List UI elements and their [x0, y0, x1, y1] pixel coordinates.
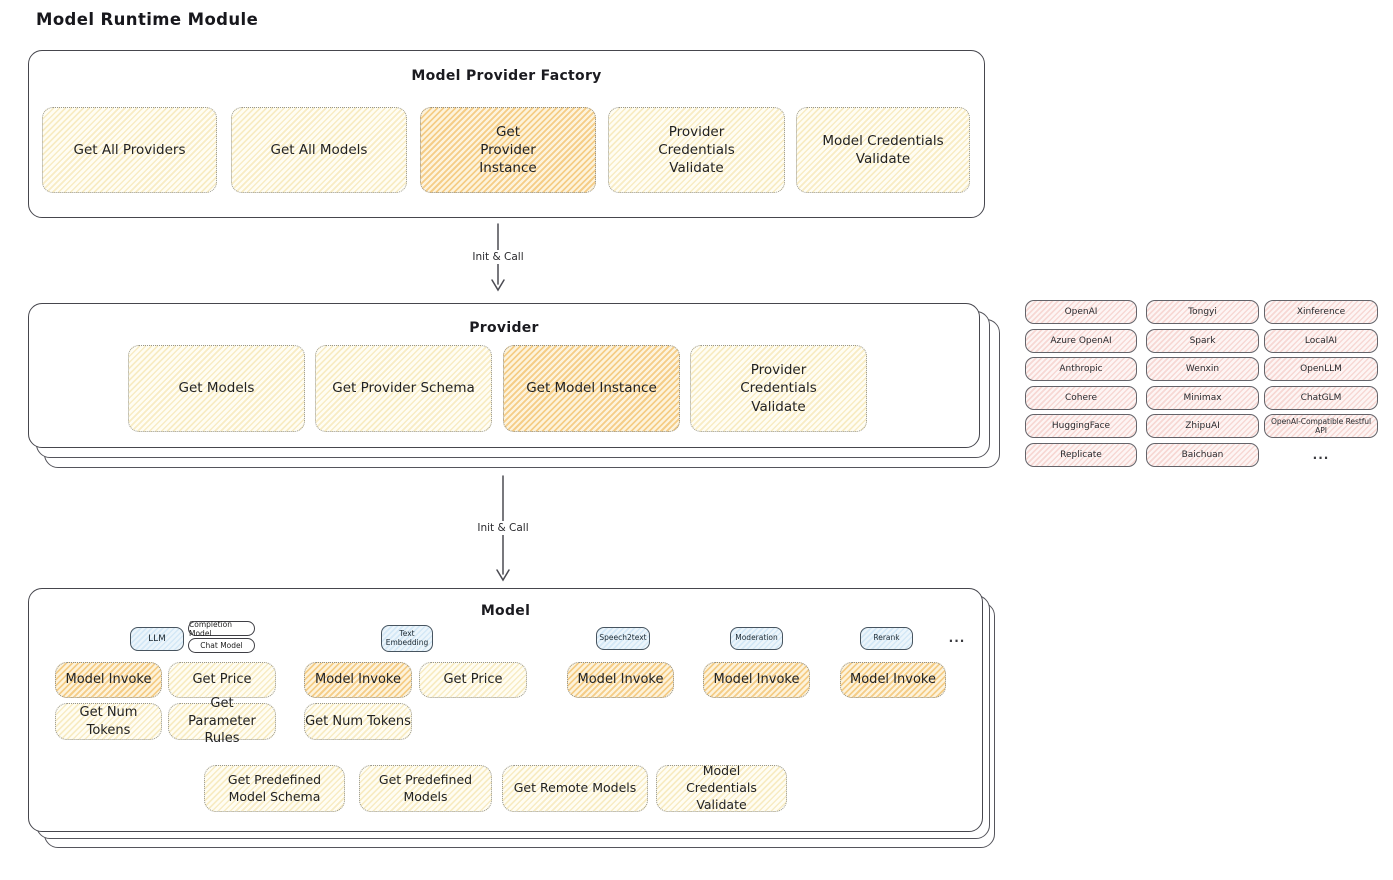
node-embedding-model-invoke: Model Invoke — [304, 662, 412, 698]
tag-completion-model: Completion Model — [188, 620, 255, 638]
provider-chip: OpenAI-Compatible Restful API — [1264, 414, 1378, 438]
node-llm-model-invoke: Model Invoke — [55, 662, 162, 698]
provider-chip: Replicate — [1025, 443, 1137, 467]
model-title: Model — [480, 603, 531, 619]
node-get-provider-instance: Get Provider Instance — [420, 107, 596, 193]
node-provider-credentials-validate-2: Provider Credentials Validate — [690, 345, 867, 432]
provider-chip: Wenxin — [1146, 357, 1259, 381]
tag-speech2text: Speech2text — [596, 627, 650, 650]
tag-text-embedding: Text Embedding — [381, 625, 433, 652]
factory-title: Model Provider Factory — [411, 68, 602, 84]
tag-chat-model: Chat Model — [188, 638, 255, 653]
provider-chip: OpenLLM — [1264, 357, 1378, 381]
provider-chip: Anthropic — [1025, 357, 1137, 381]
node-get-all-models: Get All Models — [231, 107, 407, 193]
provider-chip: ChatGLM — [1264, 386, 1378, 410]
provider-chip: LocalAI — [1264, 329, 1378, 353]
node-llm-get-parameter-rules: Get Parameter Rules — [168, 696, 276, 746]
node-llm-get-num-tokens: Get Num Tokens — [55, 703, 162, 740]
node-llm-get-price: Get Price — [168, 662, 276, 698]
node-get-remote-models: Get Remote Models — [502, 765, 648, 812]
provider-chip: ZhipuAI — [1146, 414, 1259, 438]
node-get-all-providers: Get All Providers — [42, 107, 217, 193]
provider-chip: Azure OpenAI — [1025, 329, 1137, 353]
tag-rerank: Rerank — [860, 627, 913, 650]
provider-chip: OpenAI — [1025, 300, 1137, 324]
provider-chip: Cohere — [1025, 386, 1137, 410]
provider-chip: Spark — [1146, 329, 1259, 353]
node-embedding-get-price: Get Price — [419, 662, 527, 698]
provider-chips-ellipsis: ... — [1312, 448, 1330, 462]
node-get-model-instance: Get Model Instance — [503, 345, 680, 432]
provider-chip: Xinference — [1264, 300, 1378, 324]
node-get-predefined-model-schema: Get Predefined Model Schema — [204, 765, 345, 812]
node-get-models: Get Models — [128, 345, 305, 432]
node-speech2text-model-invoke: Model Invoke — [567, 662, 674, 698]
node-model-credentials-validate-2: Model Credentials Validate — [656, 763, 787, 812]
arrow-label-init-call-1: Init & Call — [448, 250, 548, 264]
node-embedding-get-num-tokens: Get Num Tokens — [304, 703, 412, 740]
node-get-predefined-models: Get Predefined Models — [359, 765, 492, 812]
arrow-label-init-call-2: Init & Call — [453, 521, 553, 535]
node-rerank-model-invoke: Model Invoke — [840, 662, 946, 698]
provider-chip: HuggingFace — [1025, 414, 1137, 438]
node-moderation-model-invoke: Model Invoke — [703, 662, 810, 698]
tags-ellipsis: ... — [948, 631, 966, 645]
provider-chip: Tongyi — [1146, 300, 1259, 324]
provider-title: Provider — [469, 320, 539, 336]
node-get-provider-schema: Get Provider Schema — [315, 345, 492, 432]
tag-llm: LLM — [130, 627, 184, 651]
tag-moderation: Moderation — [730, 627, 783, 650]
node-provider-credentials-validate: Provider Credentials Validate — [608, 107, 785, 193]
provider-chip: Minimax — [1146, 386, 1259, 410]
node-model-credentials-validate: Model Credentials Validate — [796, 107, 970, 193]
provider-chip: Baichuan — [1146, 443, 1259, 467]
page-title: Model Runtime Module — [36, 10, 259, 29]
